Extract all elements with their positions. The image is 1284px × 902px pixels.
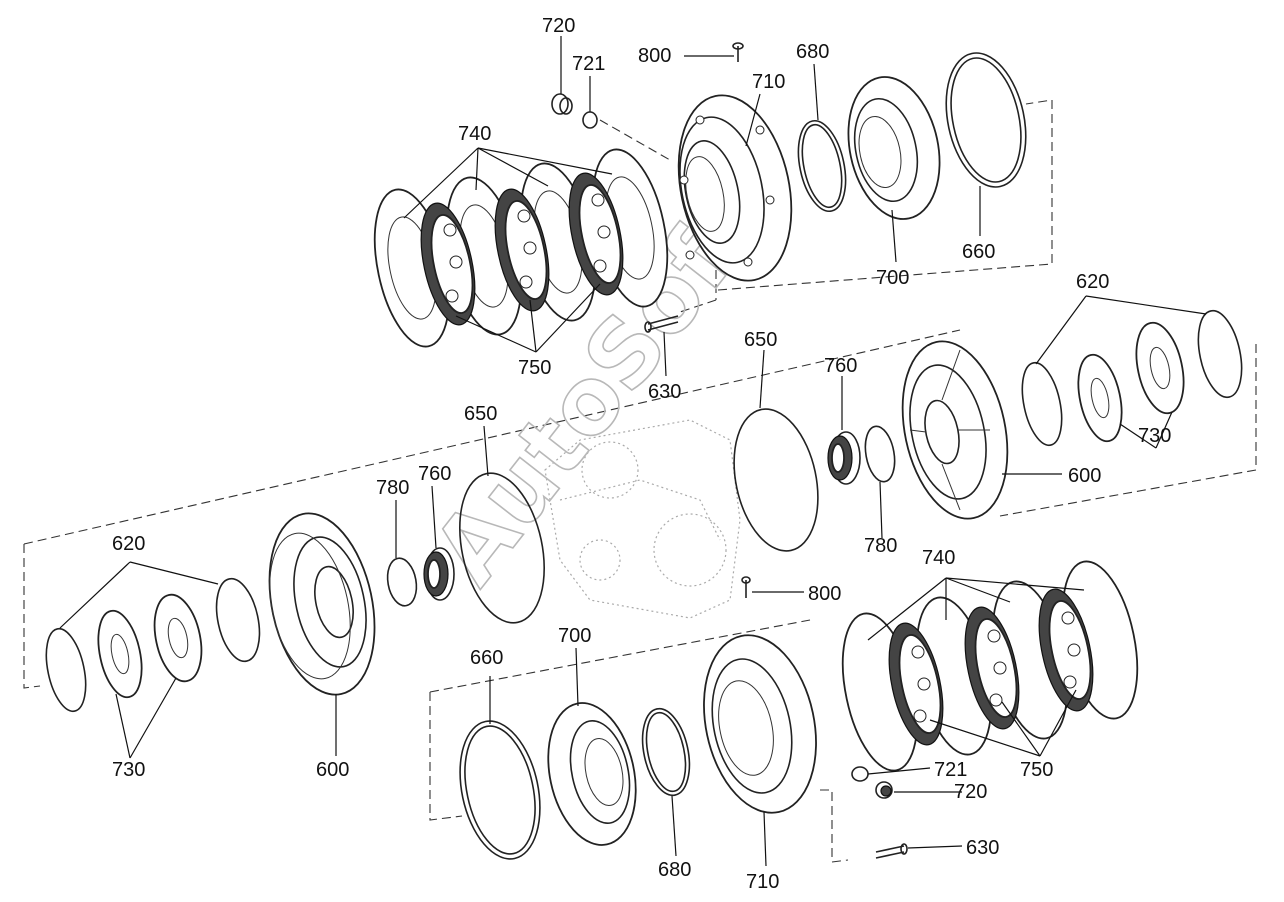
label-680-top: 680 — [796, 41, 829, 63]
piston-700 — [847, 76, 941, 220]
label-800-bottom: 800 — [808, 583, 841, 605]
assembly-boundary-lines — [23, 99, 1257, 863]
bolt-630-bottom — [875, 843, 908, 859]
cover-600-left — [268, 512, 376, 696]
seal-ring-650-left — [459, 472, 545, 624]
bottom-leaders — [489, 577, 1085, 867]
snap-ring-620-left-a — [215, 577, 261, 663]
seal-ring-660-bottom — [459, 720, 541, 860]
label-750-top: 750 — [518, 357, 551, 379]
label-620-right: 620 — [1076, 271, 1109, 293]
bolt-630 — [644, 315, 679, 333]
label-760-mid: 760 — [824, 355, 857, 377]
label-730-left: 730 — [112, 759, 145, 781]
friction-disc — [420, 202, 476, 326]
bearing-760-left — [423, 547, 455, 601]
snap-ring-620-right-b — [1197, 309, 1243, 399]
o-ring-721 — [582, 111, 598, 129]
pin-800 — [732, 42, 744, 62]
label-680-bottom: 680 — [658, 859, 691, 881]
label-600-left: 600 — [316, 759, 349, 781]
label-630-mid: 630 — [648, 381, 681, 403]
friction-disc — [494, 188, 550, 312]
middle-left-group — [45, 472, 545, 713]
label-650-mid: 650 — [744, 329, 777, 351]
top-clutch-pack — [373, 42, 1027, 348]
piston-housing-710 — [677, 94, 793, 282]
middle-left-leaders — [59, 425, 489, 759]
friction-disc — [964, 606, 1020, 730]
friction-disc — [1038, 588, 1094, 712]
friction-disc — [888, 622, 944, 746]
label-740-bottom: 740 — [922, 547, 955, 569]
label-600-right: 600 — [1068, 465, 1101, 487]
label-700-top: 700 — [876, 267, 909, 289]
label-740-top: 740 — [458, 123, 491, 145]
label-800-top: 800 — [638, 45, 671, 67]
spring-disc-730-right-b — [1135, 321, 1185, 415]
label-650-left: 650 — [464, 403, 497, 425]
piston-housing-710-bottom — [703, 634, 817, 814]
label-760-left: 760 — [418, 463, 451, 485]
label-780-left: 780 — [376, 477, 409, 499]
middle-right-leaders — [759, 295, 1207, 539]
label-620-left: 620 — [112, 533, 145, 555]
label-730-right: 730 — [1138, 425, 1171, 447]
middle-right-group — [733, 309, 1243, 552]
spring-disc-730-left-b — [97, 609, 143, 699]
label-720-top: 720 — [542, 15, 575, 37]
label-750-bottom: 750 — [1020, 759, 1053, 781]
friction-disc — [568, 172, 624, 296]
cover-600-right — [901, 340, 1009, 520]
snap-ring-620-left-b — [45, 627, 87, 713]
seal-ring-650-right — [733, 408, 819, 552]
snap-ring-780-right — [864, 425, 896, 483]
part-number-labels: 720 721 800 710 680 740 750 700 660 630 … — [112, 15, 1171, 893]
label-720-bottom: 720 — [954, 781, 987, 803]
label-710-bottom: 710 — [746, 871, 779, 893]
bottom-clutch-pack — [459, 560, 1139, 860]
label-780-right: 780 — [864, 535, 897, 557]
seal-ring-660 — [945, 52, 1027, 188]
snap-ring-780-left — [386, 557, 418, 607]
pin-800-bottom — [741, 576, 751, 598]
label-630-bottom: 630 — [966, 837, 999, 859]
label-721-bottom: 721 — [934, 759, 967, 781]
snap-ring-620-right-a — [1021, 361, 1063, 447]
ring-680-bottom — [641, 707, 691, 797]
o-ring-721-bottom — [851, 766, 869, 782]
spring-disc-730-right-a — [1077, 353, 1123, 443]
plug-720-bottom — [875, 781, 893, 799]
top-leader-lines — [403, 36, 981, 377]
ring-680 — [797, 119, 847, 213]
label-721-top: 721 — [572, 53, 605, 75]
label-700-bottom: 700 — [558, 625, 591, 647]
gearbox-housing-outline — [544, 419, 741, 619]
label-660-bottom: 660 — [470, 647, 503, 669]
piston-700-bottom — [547, 702, 637, 846]
bearing-760-right — [827, 431, 861, 485]
spring-disc-730-left-a — [153, 593, 203, 683]
label-710-top: 710 — [752, 71, 785, 93]
label-660-top: 660 — [962, 241, 995, 263]
plug-720 — [551, 93, 573, 115]
